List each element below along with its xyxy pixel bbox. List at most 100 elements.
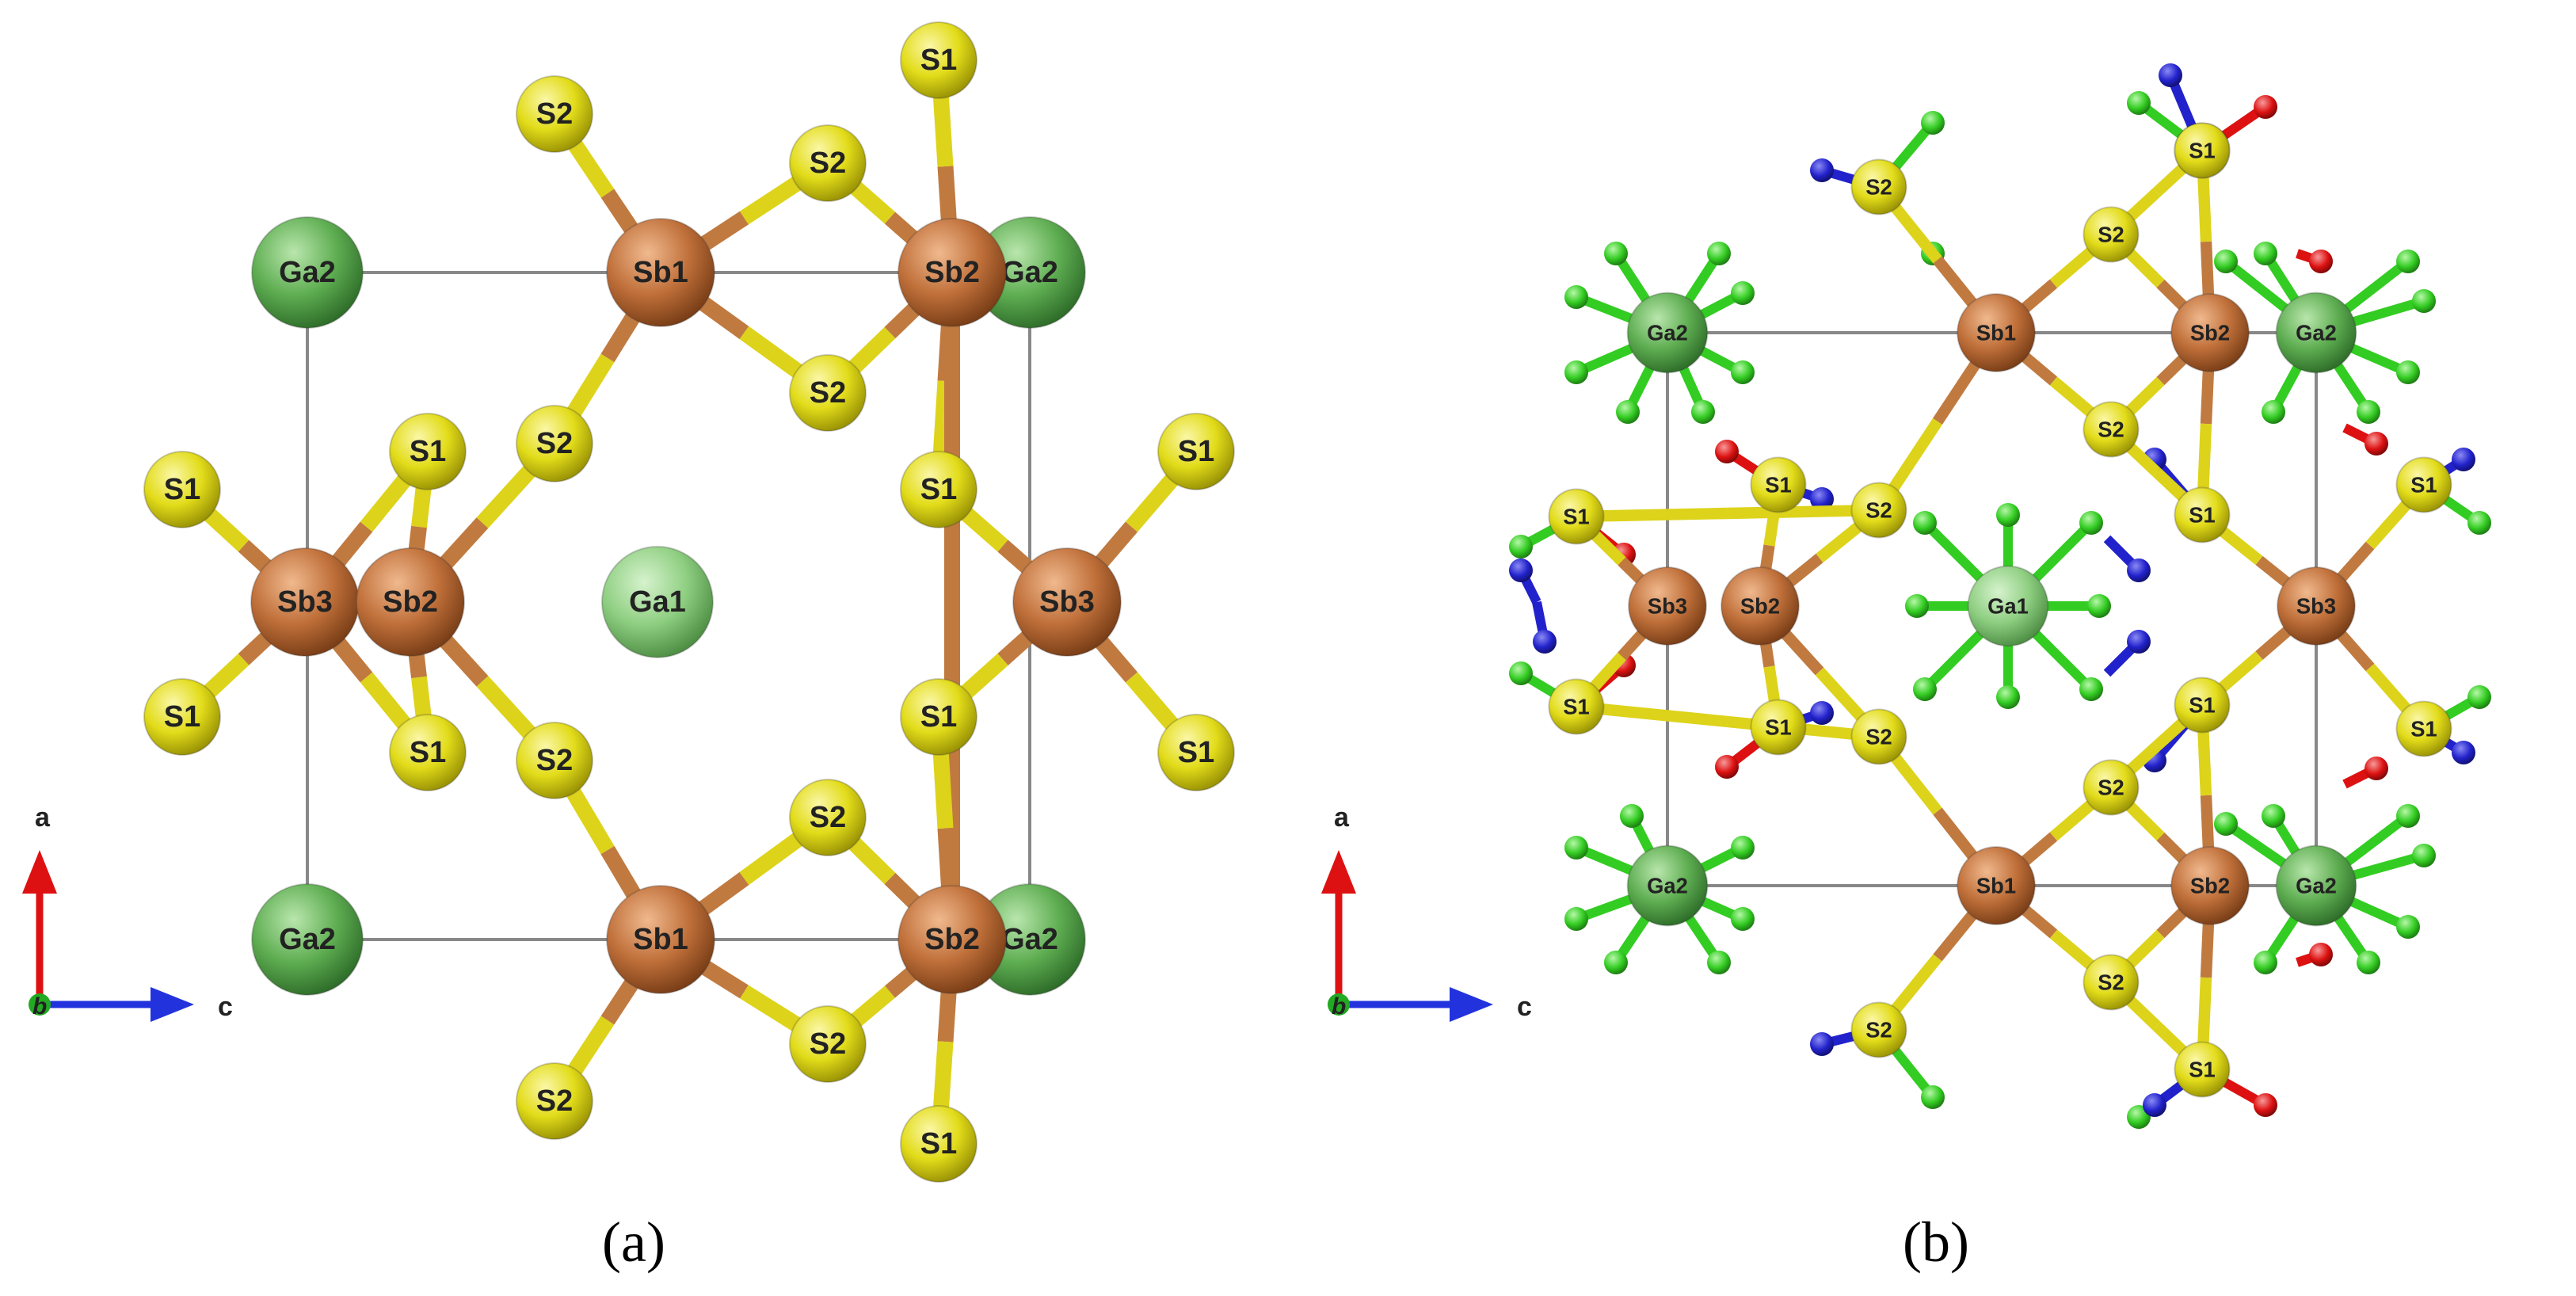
atom-label: S2 [1865,1018,1892,1043]
atom-sphere [1967,565,2049,647]
atom-sphere [2275,844,2357,927]
atom-sphere [1750,699,1807,756]
atom-s1: S1 [2174,1041,2231,1098]
ligand-atom [2365,432,2388,456]
atom-label: S2 [536,427,573,460]
atom-s2: S2 [789,354,867,432]
atom-sphere [1850,158,1907,215]
atom-sphere [1157,714,1235,791]
ligand-atom [2127,630,2151,654]
ligand-atom [1604,951,1628,974]
ligand-atom [2262,804,2285,828]
atom-s1: S1 [2395,456,2452,513]
ligand-atom [1691,400,1715,424]
atom-sphere [1850,482,1907,539]
atom-s1: S1 [2174,677,2231,734]
atom-label: Sb1 [1976,874,2016,898]
atom-s2: S2 [516,722,593,799]
atom-label: Sb3 [277,585,333,619]
ligand-atom [2396,360,2420,384]
ligand-atom [2254,1093,2277,1117]
ligand-atom [1731,836,1755,860]
atom-s1: S1 [389,714,467,791]
atom-sb2: Sb2 [1721,566,1800,646]
ligand-atom [1996,503,2020,527]
atom-sb3: Sb3 [1628,566,1707,646]
atom-label: S1 [410,435,446,468]
atom-sb2: Sb2 [897,885,1007,994]
ligand-atom [1996,685,2020,709]
atom-s1: S1 [143,451,221,528]
atom-sphere [516,722,593,799]
atom-sphere [2170,846,2250,925]
atom-s1: S1 [900,678,977,756]
atom-label: S2 [810,801,846,834]
atom-sphere [251,216,364,329]
atom-label: S1 [1765,473,1791,497]
atom-s1: S1 [1548,678,1605,735]
atom-label: S2 [1865,725,1892,749]
atom-s2: S2 [516,75,593,153]
atom-s1: S1 [1548,488,1605,545]
ligand-atom [1913,511,1937,535]
ligand-atom [1533,630,1557,654]
atom-sphere [356,547,465,657]
atom-label: S2 [810,376,846,410]
atom-sphere [2083,759,2140,816]
atom-s1: S1 [143,678,221,756]
atom-label: S1 [2410,473,2437,497]
caption-b: (b) [1903,1210,1969,1274]
atom-label: Ga2 [279,923,336,956]
ligand-atom [2412,289,2436,313]
axis-c-label: c [218,992,233,1022]
atom-label: S1 [1563,505,1589,529]
atom-sphere [1157,413,1235,490]
atom-sphere [2395,456,2452,513]
ligand-atom [2127,558,2151,582]
atom-s1: S1 [2174,122,2231,179]
atom-label: Ga2 [1647,874,1688,898]
ligand-atom [2309,943,2333,966]
atom-s2: S2 [2083,206,2140,263]
atom-sphere [789,1005,867,1083]
ligand-atom [2357,951,2380,974]
atom-s2: S2 [789,1005,867,1083]
atom-sphere [1626,292,1709,374]
ligand-atom [2087,594,2111,618]
atom-label: Sb2 [924,256,980,289]
atom-sphere [2174,122,2231,179]
atom-sphere [2277,566,2356,646]
ligand-atom [2127,91,2151,115]
ligand-atom [1509,661,1533,685]
atom-label: S1 [410,736,446,769]
atom-ga2: Ga2 [2275,844,2357,927]
atom-label: Ga1 [1987,594,2029,619]
atom-sphere [2174,677,2231,734]
atom-sb3: Sb3 [2277,566,2356,646]
atom-label: S2 [1865,175,1892,200]
atom-ga2: Ga2 [1626,292,1709,374]
ligand-atom [2452,741,2475,764]
ligand-atom [1564,907,1588,931]
ligand-atom [1913,677,1937,701]
atom-label: S2 [2098,223,2124,247]
atom-label: Ga2 [2296,874,2337,898]
atom-sphere [900,678,977,756]
atom-s1: S1 [389,413,467,490]
atom-ga2: Ga2 [251,216,364,329]
ligand-atom [1731,360,1755,384]
atom-s1: S1 [2174,486,2231,543]
ligand-atom [2396,804,2420,828]
ligand-atom [1715,755,1739,779]
atom-sphere [606,218,715,327]
atom-sb1: Sb1 [606,885,715,994]
atom-label: Sb3 [2296,594,2336,619]
atom-sphere [601,546,714,658]
ligand-atom [2214,812,2238,836]
axis-a-head [22,850,57,894]
atom-sphere [389,714,467,791]
atom-sphere [2275,292,2357,374]
atom-label: S1 [2189,503,2215,528]
